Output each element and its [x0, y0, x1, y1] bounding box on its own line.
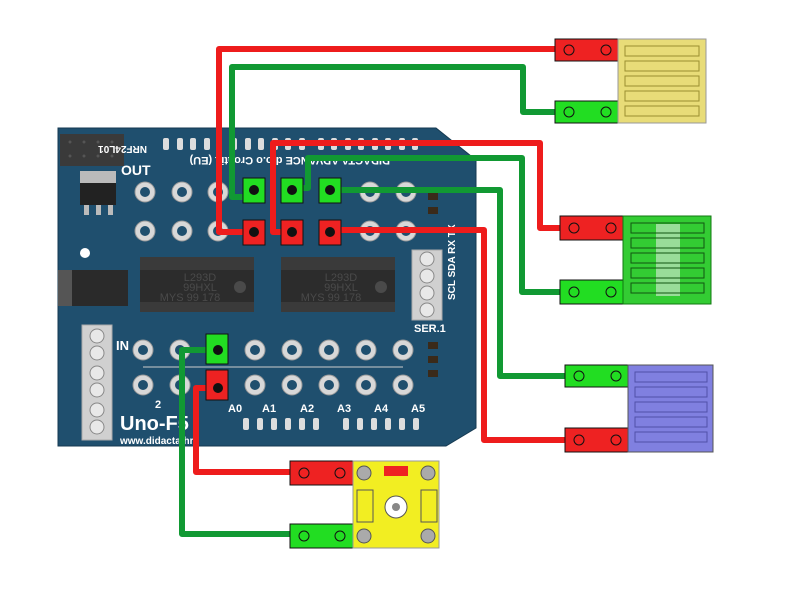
regulator-tab [80, 171, 116, 183]
bottom-pin-header [243, 418, 419, 430]
chip-1-line1: L293D [184, 272, 216, 284]
servo-module [289, 460, 440, 549]
pin-label-a1: A1 [262, 403, 276, 415]
wire-red-yellow-sensor [216, 46, 555, 235]
wire-red-green-sensor [270, 140, 560, 235]
input-pins [132, 339, 414, 396]
chip-1-line3: MYS 99 178 [160, 292, 221, 304]
wire-green-servo [179, 347, 290, 537]
serial-terminal-block [411, 249, 443, 321]
pin-label-a4: A4 [374, 403, 389, 415]
chip-2-line2: 99HXL [324, 282, 358, 294]
power-jack-symbol [80, 248, 90, 258]
wire-green-blue-sensor [330, 187, 565, 379]
voltage-regulator [80, 183, 116, 205]
wires [179, 46, 565, 537]
pin-label-a5: A5 [411, 403, 425, 415]
ser1-label: SER.1 [414, 323, 446, 335]
power-terminal-block [81, 324, 113, 441]
nrf24-label: NRF24L01 [98, 143, 147, 154]
pin-label-a3: A3 [337, 403, 351, 415]
website-label: www.didacta.hr [119, 436, 194, 447]
chip-2-line3: MYS 99 178 [301, 292, 362, 304]
pin-label-a0: A0 [228, 403, 242, 415]
pin-label-a2: A2 [300, 403, 314, 415]
wire-green-yellow-sensor [229, 64, 555, 200]
board-name: Uno-F5 [120, 413, 189, 435]
chip-1-line2: 99HXL [183, 282, 217, 294]
nrf24-header [60, 134, 124, 166]
yellow-moisture-sensor [554, 38, 707, 124]
out-label: OUT [121, 162, 151, 178]
board-connectors [205, 177, 342, 401]
wire-green-green-sensor [292, 155, 560, 295]
in-label: IN [116, 338, 129, 353]
serial-labels: SCL SDA RX TX [447, 224, 458, 300]
green-moisture-sensor [559, 215, 712, 305]
motor-driver-chip-2: L293D 99HXL MYS 99 178 [281, 257, 395, 312]
motor-driver-chip-1: L293D 99HXL MYS 99 178 [140, 257, 254, 312]
chip-2-line1: L293D [325, 272, 357, 284]
blue-moisture-sensor [564, 364, 714, 453]
arduino-shield-board: L293D 99HXL MYS 99 178 L293D 99HXL MYS 9… [57, 127, 477, 447]
wire-red-blue-sensor [330, 227, 565, 443]
pin-label-2: 2 [155, 399, 161, 411]
